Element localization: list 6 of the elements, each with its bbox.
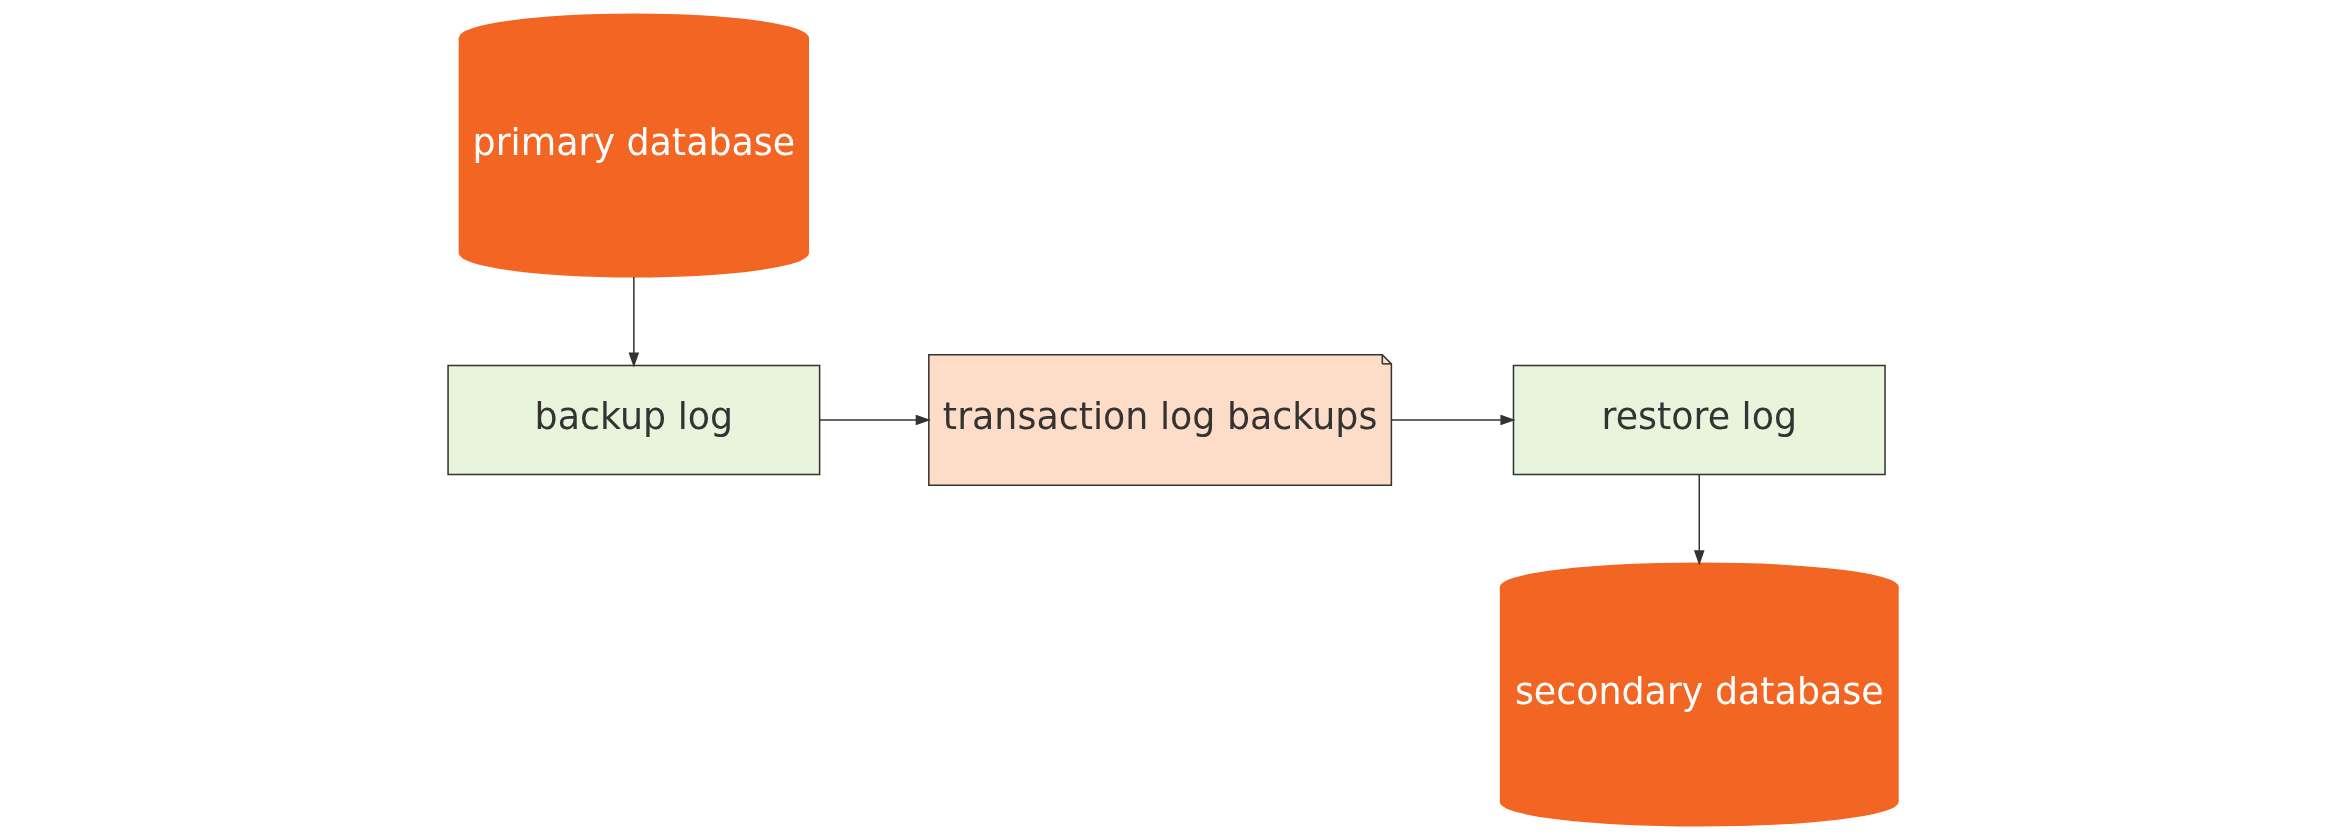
arrow <box>819 414 931 426</box>
arrow <box>628 276 640 368</box>
node-box: backup log <box>447 364 821 476</box>
arrow <box>1390 414 1516 426</box>
arrow <box>1693 474 1705 566</box>
node-box: restore log <box>1512 364 1886 476</box>
